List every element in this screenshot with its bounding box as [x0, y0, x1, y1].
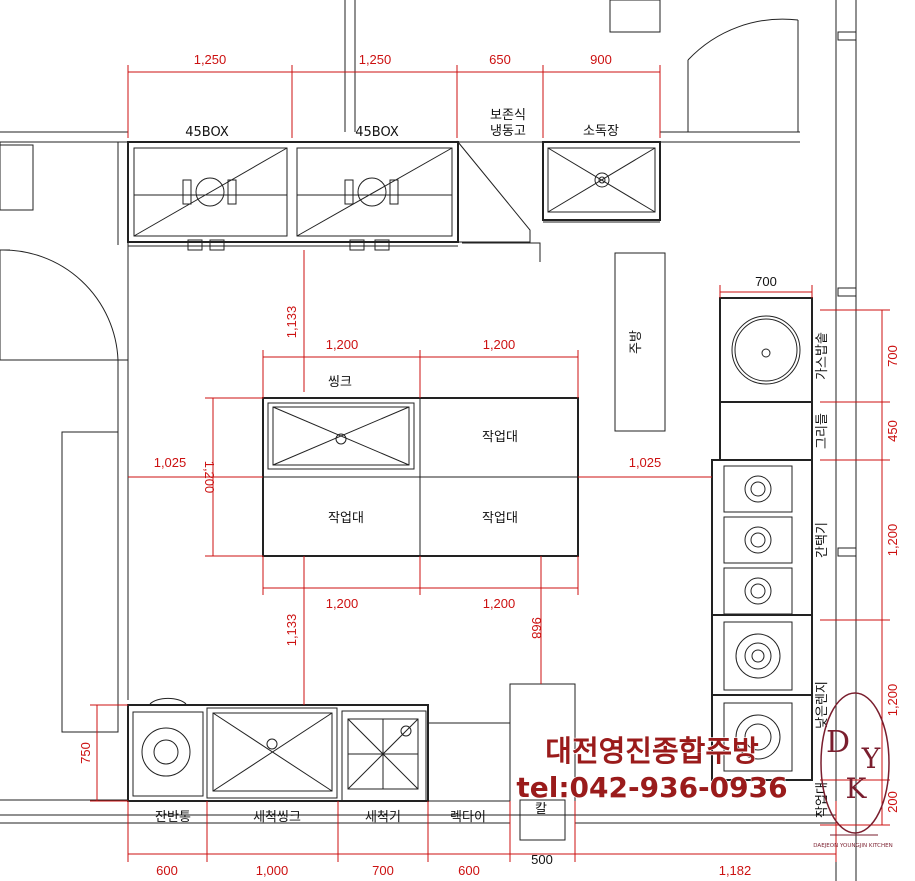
dim-table-gap: 968 [529, 617, 544, 639]
label-sink: 씽크 [328, 375, 352, 390]
label-rack-table: 렉다이 [450, 810, 486, 825]
label-gantegi: 간택기 [815, 522, 830, 558]
dim-bottom-5: 500 [531, 852, 553, 867]
dim-island-depth: 1,200 [202, 461, 217, 494]
dim-bottom-4: 600 [458, 863, 480, 878]
label-gas-rice-cooker: 가스밥솥 [815, 332, 830, 380]
top-equipment-row [127, 140, 661, 262]
bottom-equipment-row [127, 683, 576, 841]
label-freezer-line2: 냉동고 [490, 124, 526, 139]
label-worktable-right: 작업대 [815, 782, 830, 818]
dim-bottom-6: 1,182 [719, 863, 752, 878]
dim-island-bottom-2: 1,200 [483, 596, 516, 611]
promo-phone: tel:042-936-0936 [516, 771, 787, 804]
right-equipment [711, 297, 813, 781]
dim-right-4: 1,200 [885, 684, 900, 717]
label-45box-2: 45BOX [355, 125, 399, 140]
dim-top-1: 1,250 [194, 52, 227, 67]
label-griddle: 그리들 [815, 413, 830, 449]
label-work-3: 작업대 [482, 511, 518, 526]
dim-right-2: 450 [885, 420, 900, 442]
dim-left-island: 1,025 [154, 455, 187, 470]
kitchen-room-box [614, 252, 666, 432]
label-low-range: 낮은렌지 [815, 681, 830, 729]
dim-bottom-3: 700 [372, 863, 394, 878]
dimension-lines [90, 65, 890, 862]
logo-letter-y: Y [861, 742, 881, 775]
dim-bottom-1: 600 [156, 863, 178, 878]
label-soup-pot: 잔반통 [155, 810, 191, 825]
logo-caption: DAEJEON YOUNGJIN KITCHEN [813, 843, 892, 849]
label-wash-sink: 세척씽크 [253, 810, 301, 825]
logo-ellipse [820, 692, 890, 834]
label-dishwasher: 세척기 [365, 810, 401, 825]
dim-island-bottom-1: 1,200 [326, 596, 359, 611]
dim-top-4: 900 [590, 52, 612, 67]
center-island [262, 397, 579, 557]
logo-letter-d: D [826, 725, 850, 760]
dim-bottom-depth: 750 [78, 742, 93, 764]
dim-top-2: 1,250 [359, 52, 392, 67]
logo-letter-k: K [846, 772, 868, 805]
dim-right-3: 1,200 [885, 524, 900, 557]
dim-island-top-1: 1,200 [326, 337, 359, 352]
promo-watermark: 대전영진종합주방 tel:042-936-0936 [516, 733, 788, 804]
dyk-logo: D Y K DAEJEON YOUNGJIN KITCHEN [813, 692, 893, 849]
label-work-1: 작업대 [482, 430, 518, 445]
dim-vertical-upper: 1,133 [284, 306, 299, 339]
label-knife: 칼 [535, 802, 547, 817]
dim-right-top: 700 [755, 274, 777, 289]
label-sterilizer: 소독장 [583, 124, 619, 139]
dimension-text: 1,250 1,250 650 900 1,133 1,200 1,200 1,… [78, 52, 900, 878]
dim-right-5: 200 [885, 791, 900, 813]
label-work-2: 작업대 [328, 511, 364, 526]
kitchen-room-label: 주방 [629, 330, 644, 354]
promo-company: 대전영진종합주방 [545, 734, 759, 768]
dim-island-top-2: 1,200 [483, 337, 516, 352]
dim-right-island: 1,025 [629, 455, 662, 470]
equipment-labels: 45BOX 45BOX 보존식 냉동고 소독장 씽크 작업대 작업대 작업대 가… [155, 108, 830, 825]
dim-vertical-lower: 1,133 [284, 614, 299, 647]
label-freezer-line1: 보존식 [490, 108, 526, 123]
label-45box-1: 45BOX [185, 125, 229, 140]
dim-right-1: 700 [885, 345, 900, 367]
dim-bottom-2: 1,000 [256, 863, 289, 878]
dim-top-3: 650 [489, 52, 511, 67]
